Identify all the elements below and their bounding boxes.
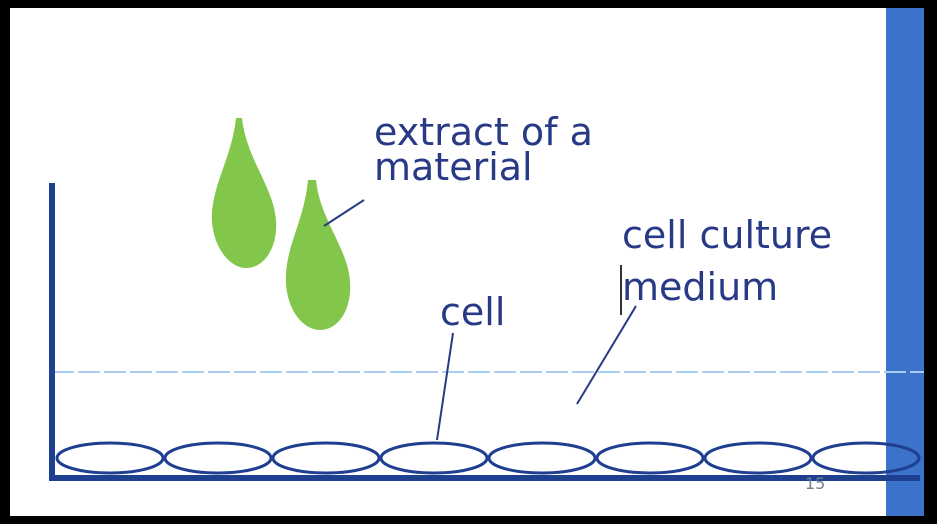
cell-7 <box>705 443 811 473</box>
cell-8 <box>813 443 919 473</box>
medium-leader-line <box>577 306 636 404</box>
extract-drop-1 <box>212 118 276 268</box>
extract-leader-line <box>324 200 364 226</box>
cell-culture-diagram: extract of a material cell cell culture … <box>10 8 924 516</box>
cell-leader-line <box>437 333 453 440</box>
extract-label-line2: material <box>374 145 533 189</box>
cell-1 <box>57 443 163 473</box>
cell-4 <box>381 443 487 473</box>
page-number: 15 <box>805 474 825 493</box>
cell-2 <box>165 443 271 473</box>
cell-layer <box>57 443 919 473</box>
medium-label-line2: medium <box>622 265 778 309</box>
slide: extract of a material cell cell culture … <box>10 8 924 516</box>
extract-drop-2 <box>286 180 350 330</box>
cell-6 <box>597 443 703 473</box>
medium-label-line1: cell culture <box>622 213 832 257</box>
cell-3 <box>273 443 379 473</box>
cell-label: cell <box>440 290 505 334</box>
cell-5 <box>489 443 595 473</box>
